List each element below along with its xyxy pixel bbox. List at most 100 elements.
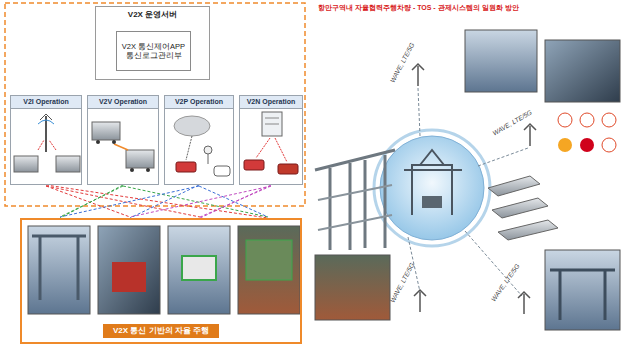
v2v-picture-part (146, 168, 150, 172)
v2i-picture-part (38, 140, 44, 150)
v2n-picture-part (256, 138, 270, 158)
node-text: V2P Operation (165, 96, 233, 109)
v2i-picture-part (40, 114, 52, 120)
v2x-links-part (130, 186, 271, 217)
v2v-picture-part (96, 140, 100, 144)
v2v-picture-part (114, 144, 128, 150)
v2x-links (46, 186, 271, 217)
v2p-picture (174, 116, 230, 176)
driving-photos-part (32, 236, 86, 300)
v2p-picture-part (208, 154, 209, 164)
port-photos-part (465, 30, 537, 92)
port-photos-part (550, 270, 615, 320)
server-box: V2X 운영서버 V2X 통신제어APP 통신로그관리부 (95, 6, 210, 80)
node-text: V2V Operation (88, 96, 158, 109)
v2n-picture-part (265, 124, 279, 125)
v2v-picture-part (112, 140, 116, 144)
node-text: V2I Operation (11, 96, 81, 109)
v2n-picture-part (278, 164, 298, 174)
truck-illustration-part (488, 176, 540, 196)
driving-photos-part (168, 226, 230, 314)
truck-illustration-part (498, 220, 558, 240)
link-label: WAVE, LTE/5G (489, 262, 520, 302)
v2i-picture-part (45, 116, 47, 152)
crane-illustration-part (318, 185, 392, 230)
v2p-picture-part (214, 166, 230, 176)
app-box: V2X 통신제어APP 통신로그관리부 (116, 31, 191, 71)
link-label: WAVE, LTE/5G (491, 108, 533, 136)
driving-photos (28, 226, 300, 314)
operation-box: V2V Operation (87, 95, 159, 185)
system-icons-part (602, 138, 616, 152)
v2v-picture-part (92, 122, 120, 140)
driving-panel: V2X 통신 기반의 자율 주행 (20, 218, 302, 344)
server-frame-part (5, 3, 305, 206)
v2v-picture-part (130, 168, 134, 172)
v2x-links-part (199, 186, 268, 217)
v2x-links-part (200, 186, 271, 217)
panel-title: 항만구역내 자율협력주행차량 - TOS - 관제시스템의 일원화 방안 (318, 3, 519, 13)
system-icons-part (580, 113, 594, 127)
system-icons-part (602, 113, 616, 127)
port-photos-part (315, 255, 390, 320)
radio-links-part (478, 148, 528, 166)
v2p-picture-part (176, 162, 196, 172)
system-icons-part (558, 113, 572, 127)
port-photos-part (545, 40, 620, 102)
v2v-picture-part (126, 150, 154, 168)
node-text: V2X 통신 기반의 자율 주행 (103, 324, 219, 338)
driving-photos-part (238, 226, 300, 314)
v2x-links-part (46, 186, 200, 217)
dashed-link (60, 185, 123, 218)
crane-illustration (315, 150, 395, 250)
v2i-picture-part (38, 120, 54, 124)
port-hub-circle-part (422, 196, 442, 208)
dashed-link (46, 185, 268, 218)
driving-photos-part (112, 262, 146, 292)
node-text: V2X 통신제어APP 통신로그관리부 (119, 42, 188, 60)
system-icons (558, 113, 616, 152)
port-hub-circle-part (404, 150, 462, 215)
operation-box: V2P Operation (164, 95, 234, 185)
port-photos (315, 30, 620, 330)
dashed-link (130, 185, 199, 218)
driving-photos-part (182, 256, 216, 280)
driving-photos-part (98, 226, 160, 314)
v2i-picture-part (49, 140, 56, 150)
antenna-icons-part (414, 290, 426, 312)
radio-links-part (418, 88, 420, 136)
system-icons-part (580, 138, 594, 152)
v2x-links-part (46, 186, 130, 217)
port-hub-circle-part (374, 130, 490, 246)
node-text: V2X 운영서버 (96, 7, 209, 20)
dashed-link (200, 185, 271, 218)
node-text: V2N Operation (240, 96, 302, 109)
v2n-picture-part (275, 138, 287, 162)
v2i-picture-part (56, 156, 80, 172)
port-hub-circle-part (380, 136, 484, 240)
operation-box: V2I Operation (10, 95, 82, 185)
port-photos-part (545, 250, 620, 330)
port-hub-circle (374, 130, 490, 246)
antenna-icons-part (412, 64, 424, 86)
operation-box: V2N Operation (239, 95, 303, 185)
v2p-picture-part (174, 116, 210, 136)
v2i-picture-part (14, 156, 38, 172)
v2p-picture-part (204, 146, 212, 154)
v2n-picture-part (262, 112, 282, 136)
v2n-picture (244, 112, 298, 174)
link-label: WAVE, LTE/5G (389, 41, 416, 83)
antenna-icons-part (524, 124, 536, 146)
antenna-icons-part (518, 292, 530, 314)
v2x-links-part (60, 186, 123, 217)
truck-illustration-part (492, 198, 548, 218)
v2x-links-part (123, 186, 268, 217)
system-icons-part (558, 138, 572, 152)
v2p-picture-part (186, 136, 192, 160)
v2i-picture (14, 114, 80, 172)
v2n-picture-part (244, 160, 264, 170)
